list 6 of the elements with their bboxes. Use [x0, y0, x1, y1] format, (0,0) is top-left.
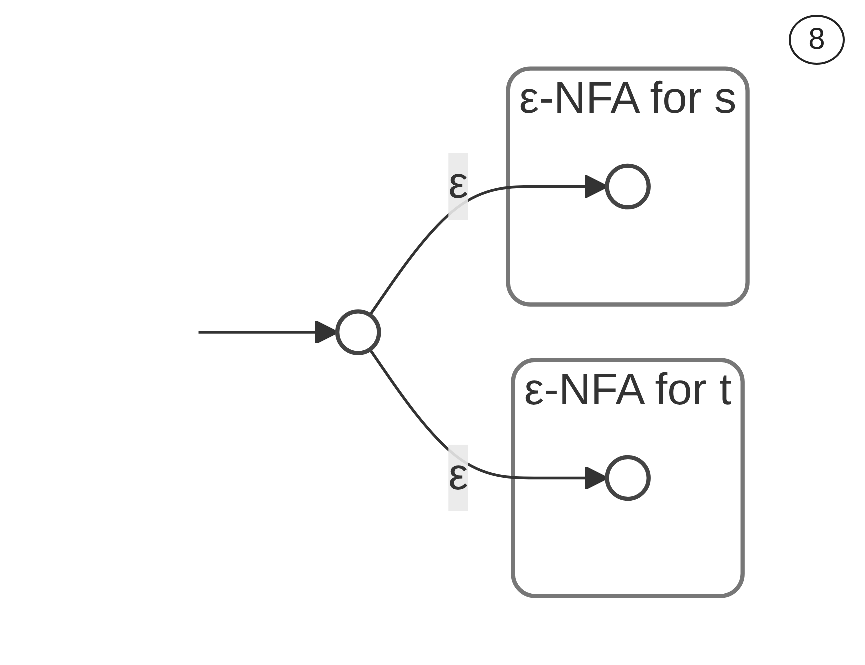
circled-number: 8 — [789, 15, 845, 65]
edge-label: ε — [448, 162, 468, 209]
edge-label: ε — [448, 453, 468, 500]
node-circle — [605, 164, 651, 210]
node-circle — [335, 310, 382, 356]
node-circle — [605, 455, 651, 502]
